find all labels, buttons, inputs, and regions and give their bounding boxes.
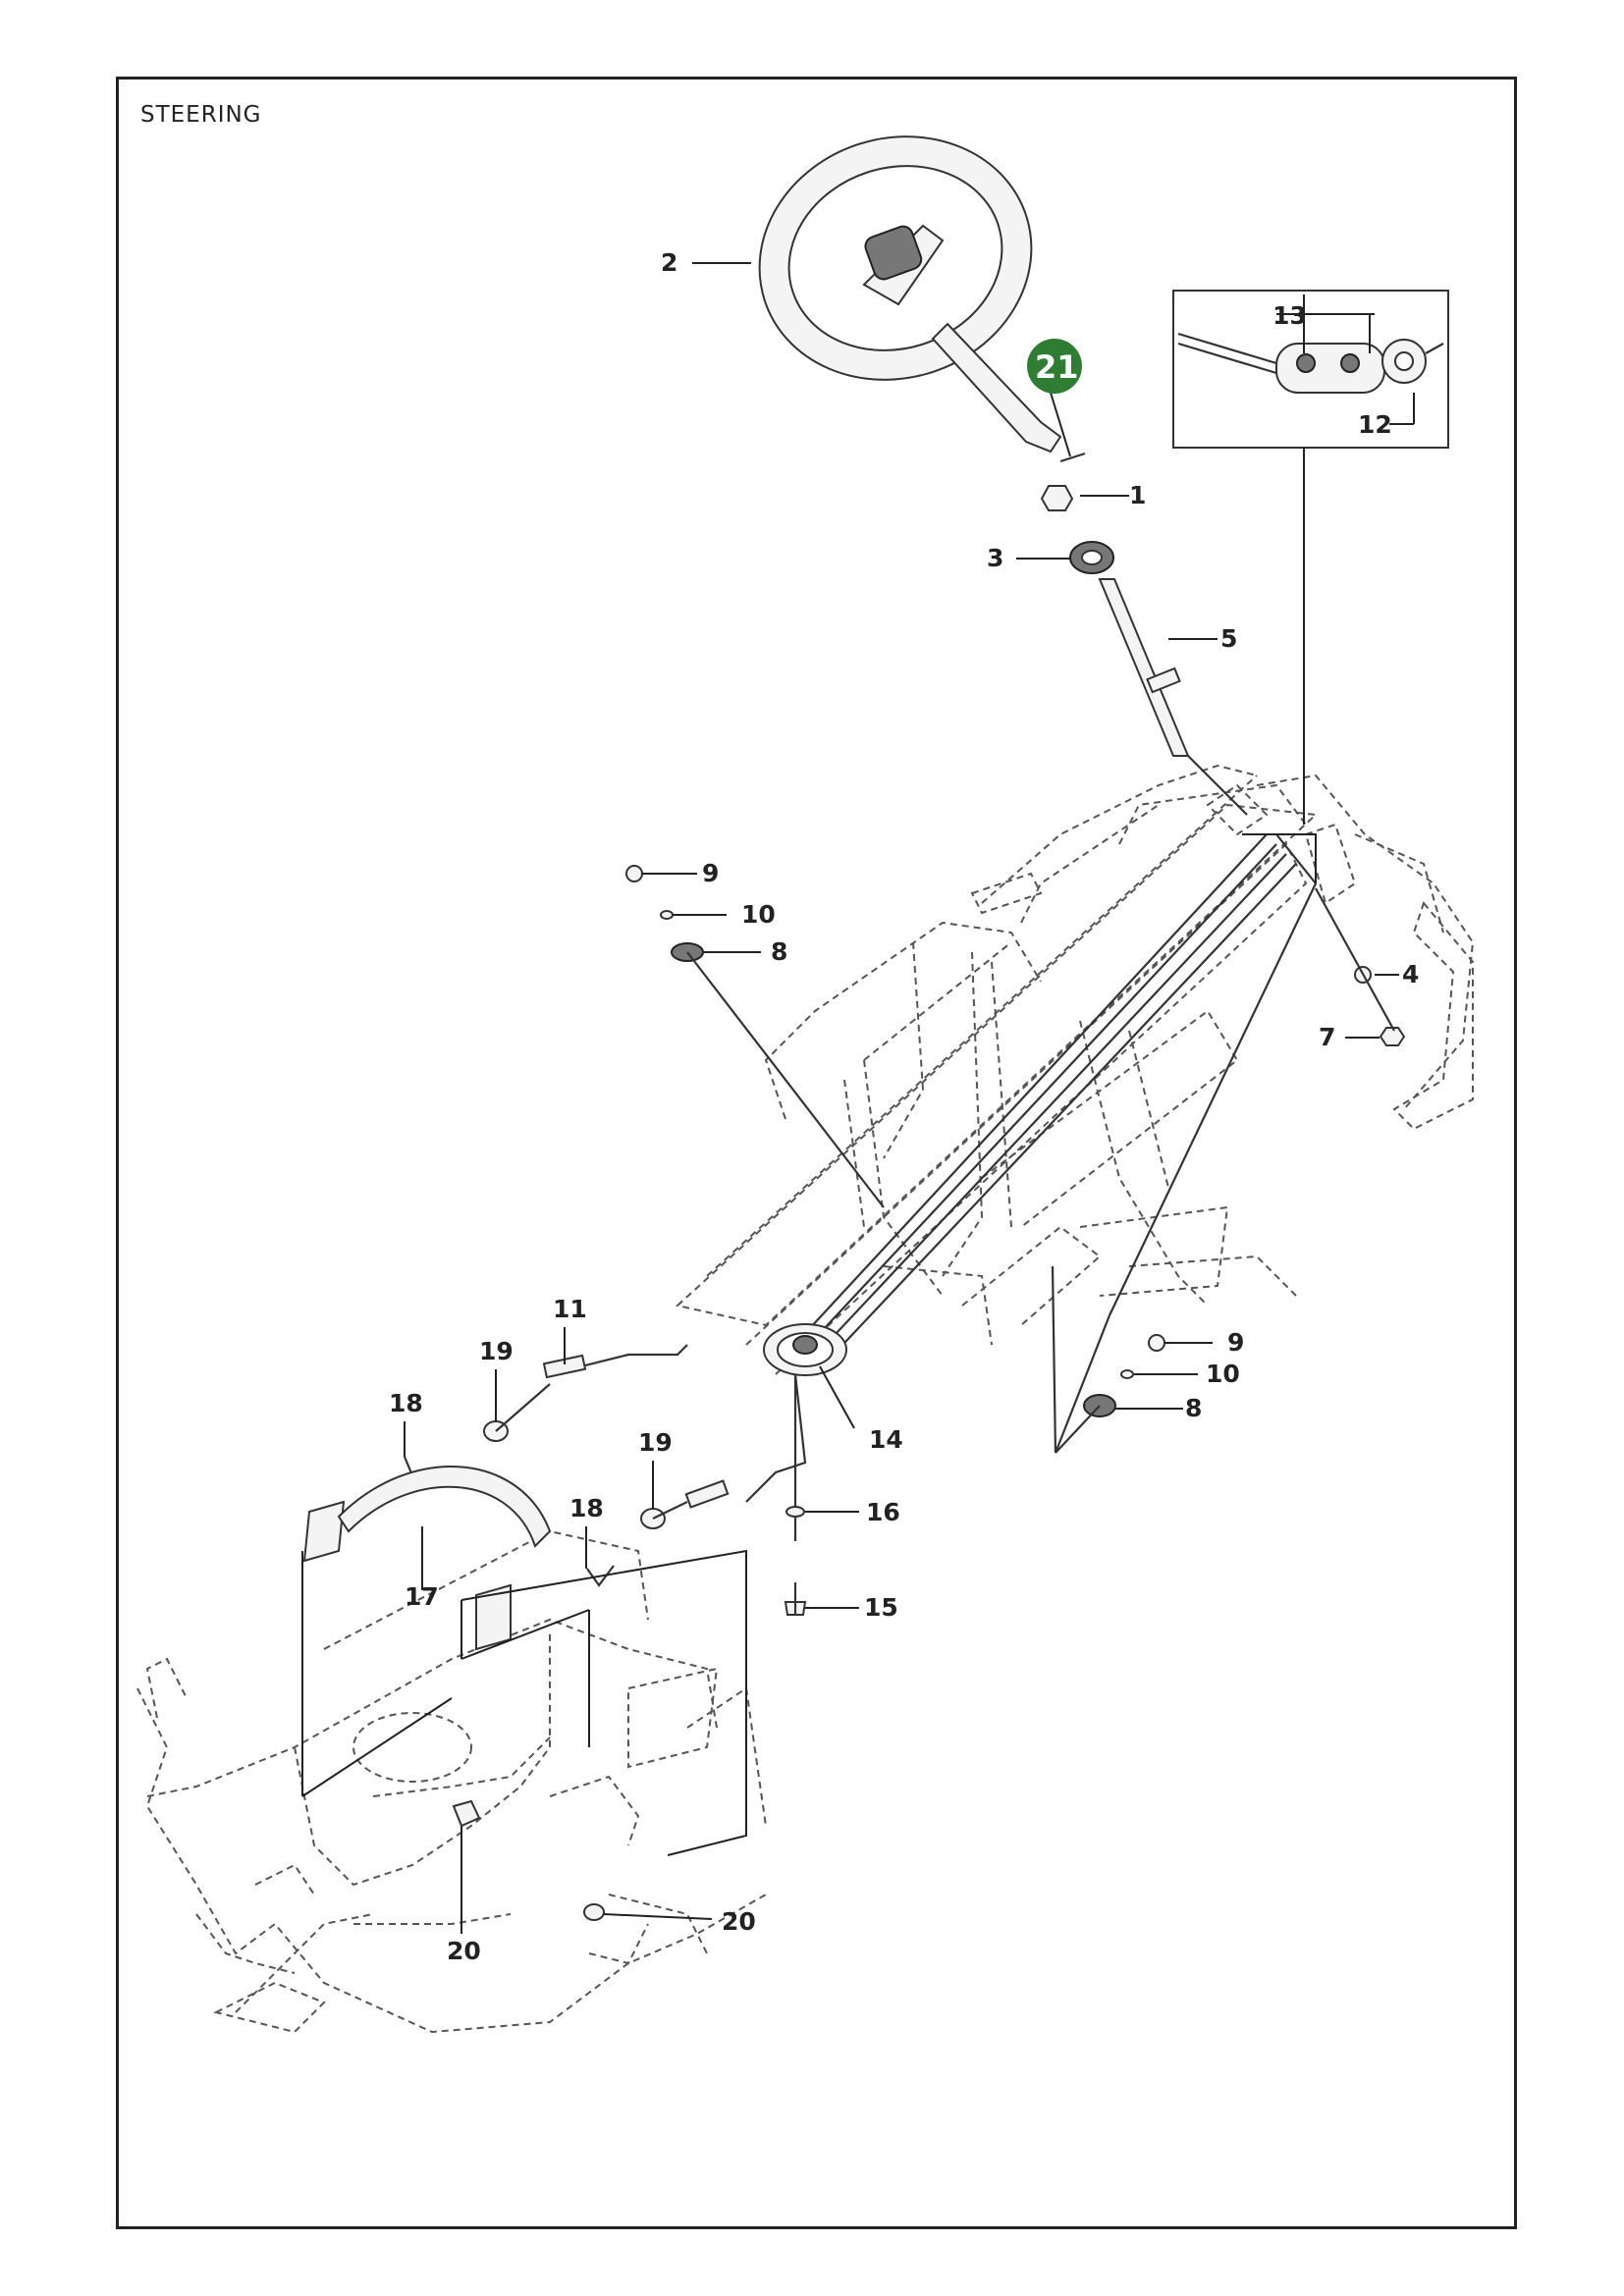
callout-10: 10 [1206, 1360, 1240, 1388]
link-detail-inset [1172, 290, 1449, 825]
callout-11: 11 [553, 1295, 587, 1323]
callout-12: 12 [1358, 410, 1392, 439]
steering-cables [403, 833, 1318, 1587]
callout-2: 2 [661, 248, 677, 277]
callout-18: 18 [389, 1389, 423, 1417]
axle-strap [301, 1466, 552, 1797]
steering-wheel [758, 135, 1062, 454]
callout-8: 8 [771, 937, 787, 966]
callout-19: 19 [479, 1337, 514, 1365]
callout-9: 9 [1227, 1328, 1244, 1357]
steering-column-parts [1040, 452, 1406, 1046]
callout-labels: 1 2 3 4 5 7 8 8 9 9 10 10 11 12 13 14 15… [389, 248, 1419, 1965]
callout-15: 15 [864, 1593, 898, 1622]
callout-9: 9 [702, 859, 719, 887]
diagram-frame [116, 77, 1517, 2229]
callout-1: 1 [1129, 481, 1146, 509]
page-title: STEERING [140, 102, 262, 128]
tractor-frame [675, 764, 1475, 1375]
callout-3: 3 [987, 544, 1003, 572]
callout-8: 8 [1185, 1394, 1202, 1422]
callout-21: 21 [1035, 348, 1079, 386]
callout-20: 20 [447, 1937, 481, 1965]
callout-5: 5 [1220, 624, 1237, 653]
callout-20: 20 [722, 1907, 756, 1936]
front-nuts [452, 1799, 605, 1921]
callout-10: 10 [741, 900, 776, 929]
callout-4: 4 [1402, 960, 1419, 988]
callout-19: 19 [638, 1428, 673, 1457]
callout-18: 18 [569, 1494, 604, 1522]
callout-16: 16 [866, 1498, 900, 1526]
highlight-badge [1027, 339, 1082, 394]
callout-leaders [404, 262, 1399, 1934]
callout-7: 7 [1319, 1023, 1335, 1051]
assembly-guide-boxes [460, 833, 1317, 1856]
callout-14: 14 [869, 1425, 903, 1454]
callout-17: 17 [405, 1582, 439, 1611]
callout-13: 13 [1272, 301, 1307, 330]
